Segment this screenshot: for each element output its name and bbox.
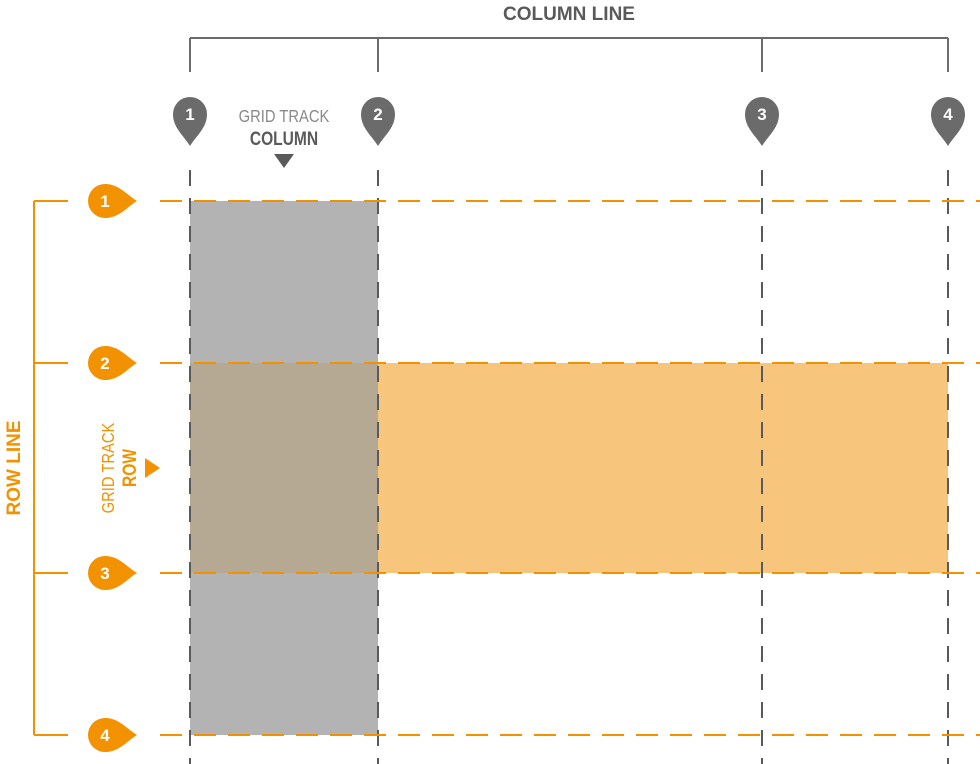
column-grid-lines (189, 170, 949, 764)
map-pin-icon (745, 97, 779, 146)
map-pin-icon (88, 556, 137, 590)
column-marker-3: 3 (745, 97, 779, 146)
column-track-label-top: GRID TRACK (239, 107, 330, 127)
svg-text:1: 1 (185, 105, 194, 124)
map-pin-icon (88, 184, 137, 218)
svg-text:3: 3 (757, 105, 766, 124)
map-pin-icon (88, 718, 137, 752)
row-grid-lines (160, 200, 980, 736)
svg-text:4: 4 (943, 105, 953, 124)
map-pin-icon (931, 97, 965, 146)
svg-text:2: 2 (100, 354, 109, 373)
svg-text:3: 3 (100, 564, 109, 583)
column-marker-4: 4 (931, 97, 965, 146)
column-line-bracket (189, 37, 949, 72)
column-marker-2: 2 (361, 97, 395, 146)
map-pin-icon (88, 346, 137, 380)
svg-text:1: 1 (100, 192, 109, 211)
row-marker-1: 1 (88, 184, 137, 218)
row-track-label-top: GRID TRACK (99, 423, 119, 514)
row-marker-2: 2 (88, 346, 137, 380)
map-pin-icon (173, 97, 207, 146)
map-pin-icon (361, 97, 395, 146)
svg-text:4: 4 (100, 726, 110, 745)
row-track-label-bottom: ROW (119, 448, 141, 487)
caret-right-icon (145, 458, 160, 478)
row-line-bracket (33, 200, 68, 736)
column-marker-1: 1 (173, 97, 207, 146)
row-track-label: GRID TRACK ROW (99, 423, 141, 514)
row-line-label: ROW LINE (4, 421, 25, 516)
track-overlap-highlight (190, 363, 378, 573)
caret-down-icon (274, 154, 294, 168)
svg-text:2: 2 (373, 105, 382, 124)
row-marker-4: 4 (88, 718, 137, 752)
column-line-label: COLUMN LINE (503, 4, 635, 25)
column-track-label-bottom: COLUMN (250, 128, 318, 150)
row-marker-3: 3 (88, 556, 137, 590)
